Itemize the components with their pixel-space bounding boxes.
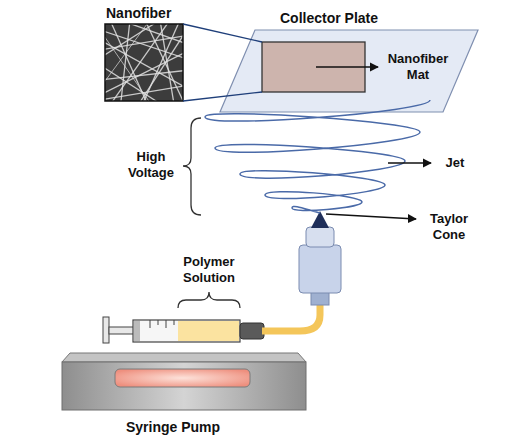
part-label: Polymer Solution xyxy=(164,254,254,286)
nanofiber-mat xyxy=(262,42,365,92)
part-label: Jet xyxy=(435,155,475,171)
leader-arrow xyxy=(388,162,431,163)
jet-spiral xyxy=(205,100,430,213)
plate-shape xyxy=(220,30,478,112)
syringe-pump xyxy=(62,353,306,410)
solution-bracket xyxy=(178,292,240,308)
nozzle xyxy=(299,211,341,305)
leader-arrow xyxy=(326,214,416,219)
pump-box: Syringe Pump xyxy=(58,352,308,436)
part-label: Taylor Cone xyxy=(418,211,480,243)
syringe xyxy=(103,317,264,343)
sem-image xyxy=(100,20,190,110)
leader-arrow xyxy=(316,66,378,67)
part-label: Nanofiber Mat xyxy=(380,51,456,83)
zoom-line xyxy=(183,24,262,42)
part-label: High Voltage xyxy=(116,149,186,181)
node-heading: Syringe Pump xyxy=(58,419,288,435)
image-panel: Nanofiber xyxy=(100,2,190,104)
zoom-line xyxy=(183,92,262,101)
voltage-bracket xyxy=(183,118,201,215)
node-heading: Collector Plate xyxy=(215,10,443,26)
tube xyxy=(262,304,320,331)
node-heading: Nanofiber xyxy=(106,5,190,21)
